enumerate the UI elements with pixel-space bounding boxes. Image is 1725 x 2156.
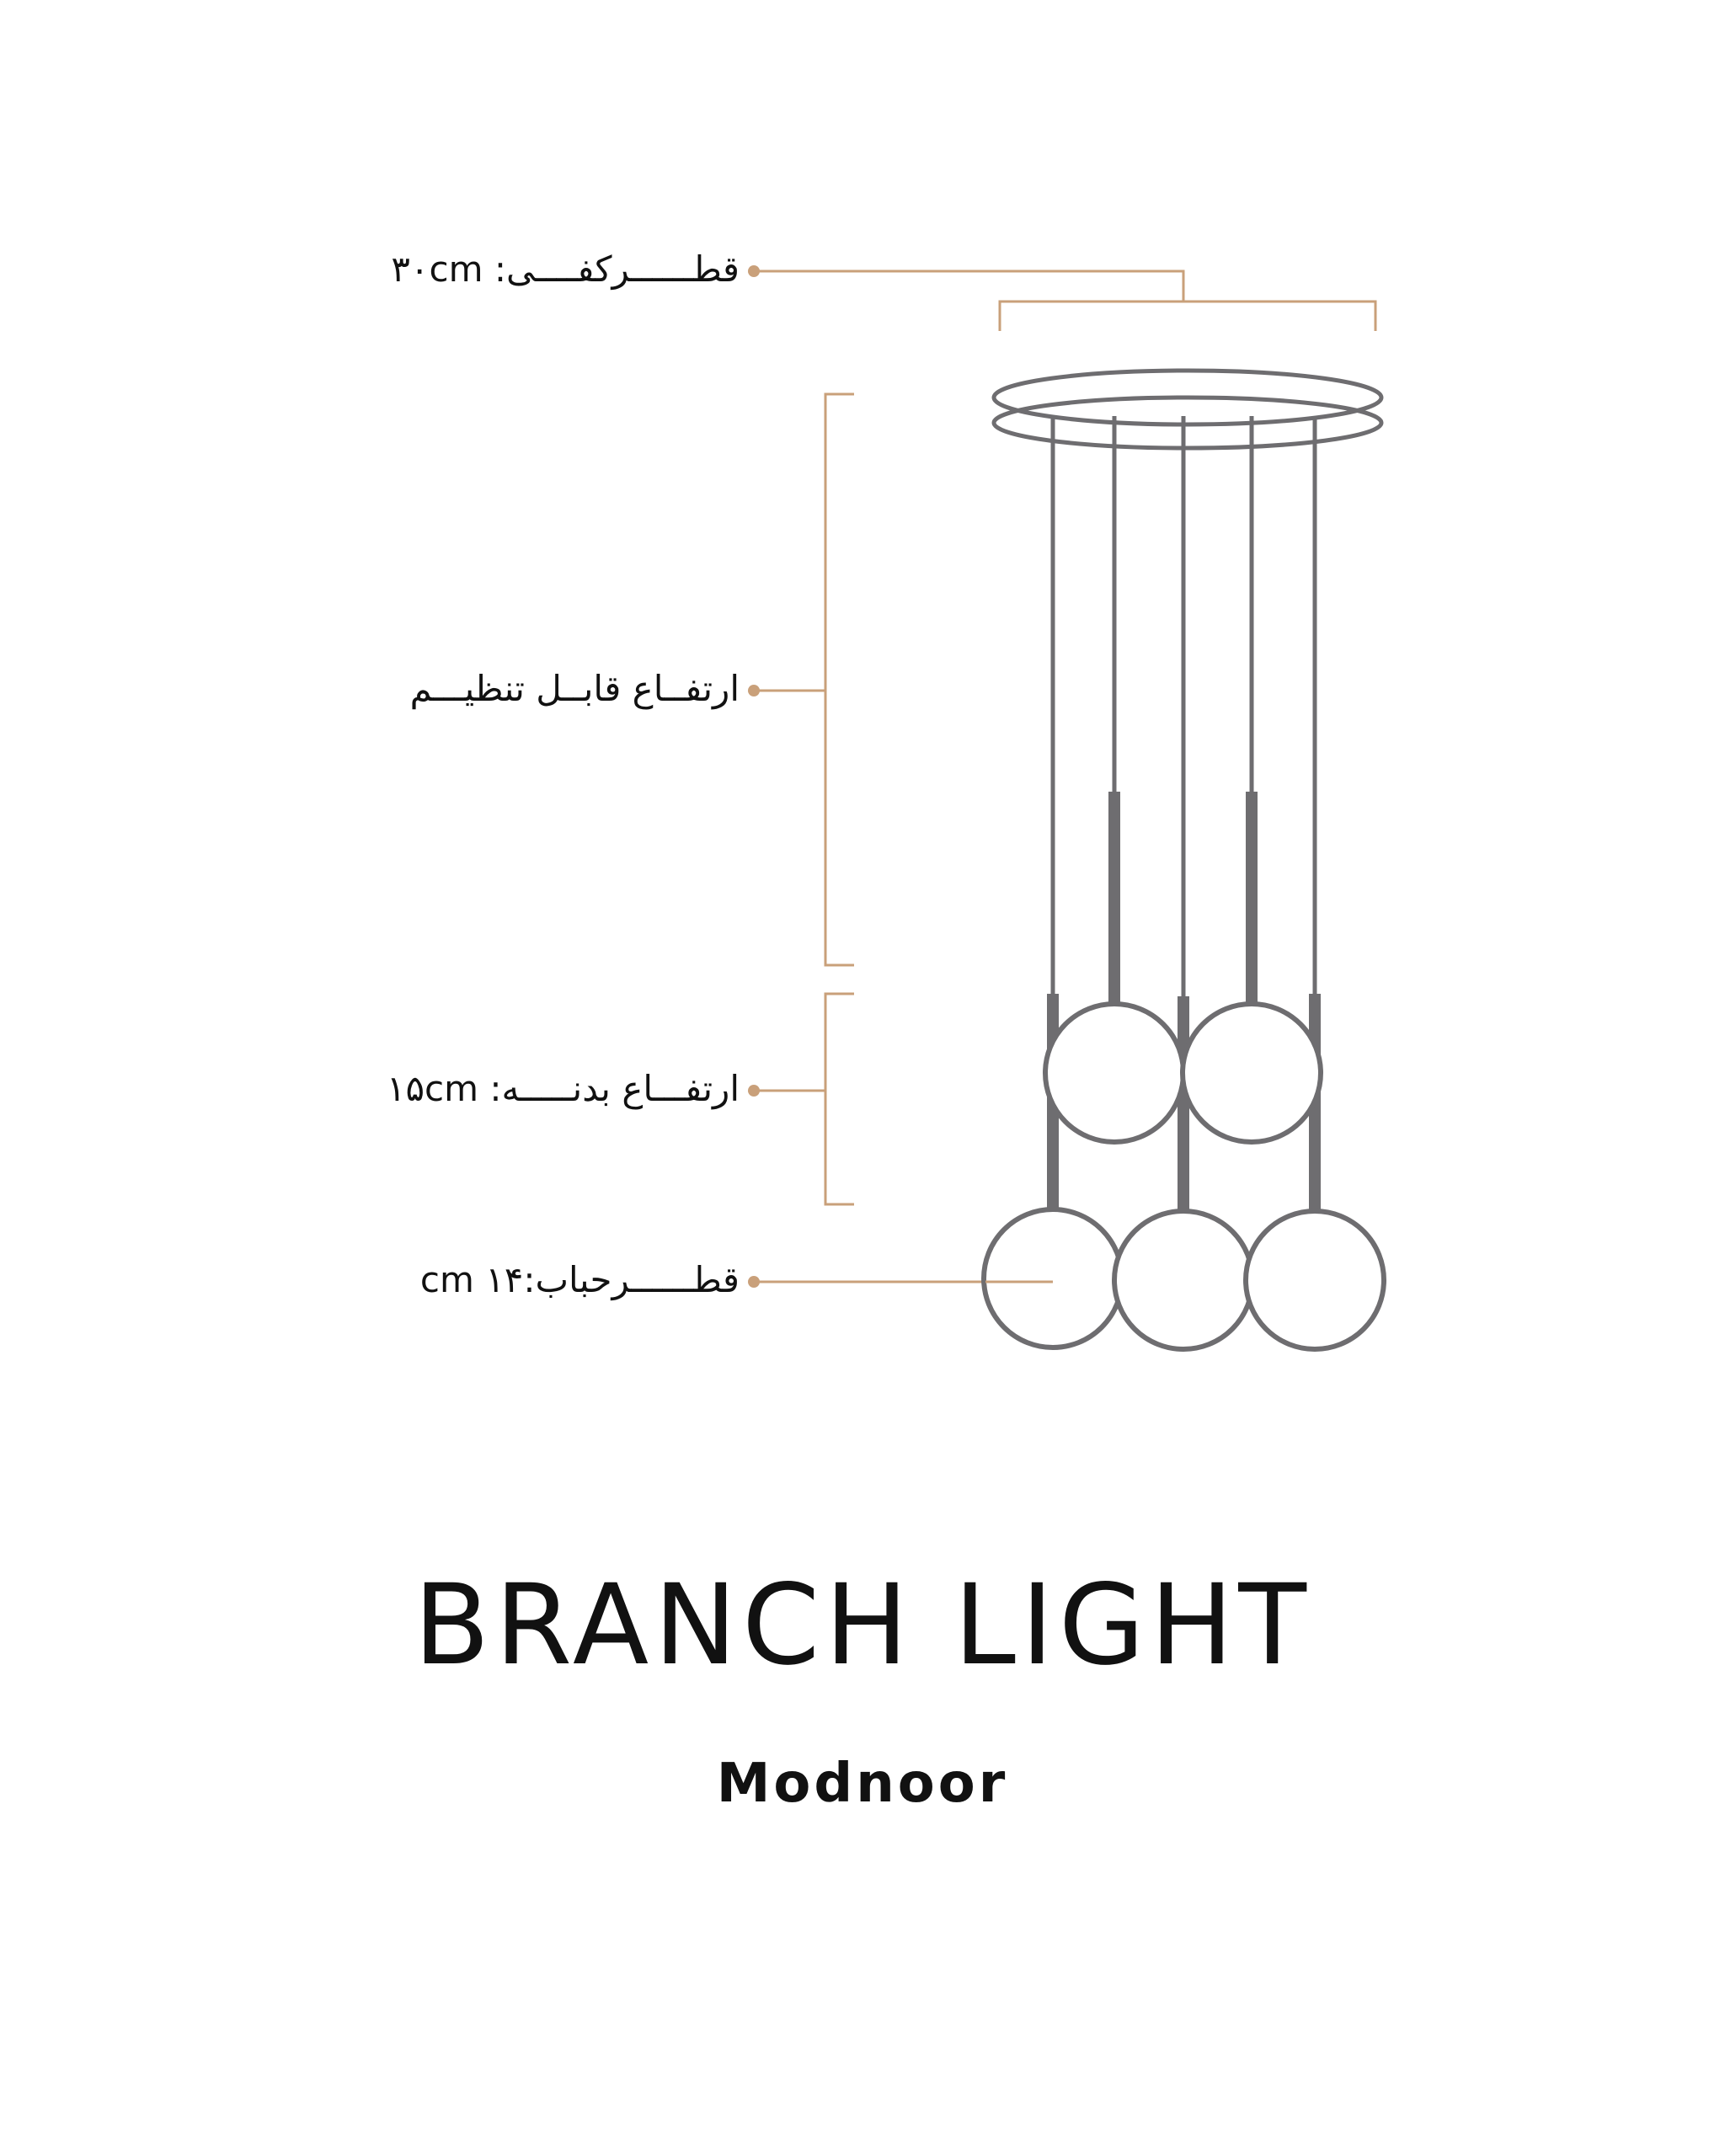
globe-upper-right [1180, 1001, 1323, 1145]
globe-lower-left [981, 1207, 1124, 1350]
body-height-bracket [824, 992, 854, 1206]
fixture [981, 368, 1386, 1352]
globe-lower-center [1112, 1209, 1255, 1352]
body-height-dot [748, 1085, 760, 1097]
canopy-ring-bottom [991, 395, 1384, 451]
canopy-diameter-leader [754, 270, 1185, 302]
canopy-diameter-dot [748, 265, 760, 277]
bulb-diameter-dot [748, 1276, 760, 1288]
adjustable-height-label: ارتفــاع قابــل تنظیـــم [409, 668, 740, 709]
canopy-ring-top [991, 368, 1384, 427]
globe-upper-left [1043, 1001, 1186, 1145]
dimension-lines [754, 270, 1377, 1283]
globe-lower-right [1243, 1209, 1386, 1352]
body-height-label: ارتفـــاع بدنـــــه: ۱۵cm [386, 1068, 740, 1109]
brand-logo: Modnoor [716, 1753, 1009, 1815]
leader-dots [748, 265, 760, 1288]
adjustable-height-bracket [824, 392, 854, 967]
product-title: BRANCH LIGHT [414, 1561, 1311, 1690]
canopy-diameter-label: قطــــــرکفــــی: ۳۰cm [391, 248, 740, 290]
adjustable-height-dot [748, 685, 760, 696]
canopy-diameter-bracket [998, 300, 1377, 331]
bulb-diameter-label: قطــــــرحباب:cm ۱۴ [419, 1259, 740, 1300]
